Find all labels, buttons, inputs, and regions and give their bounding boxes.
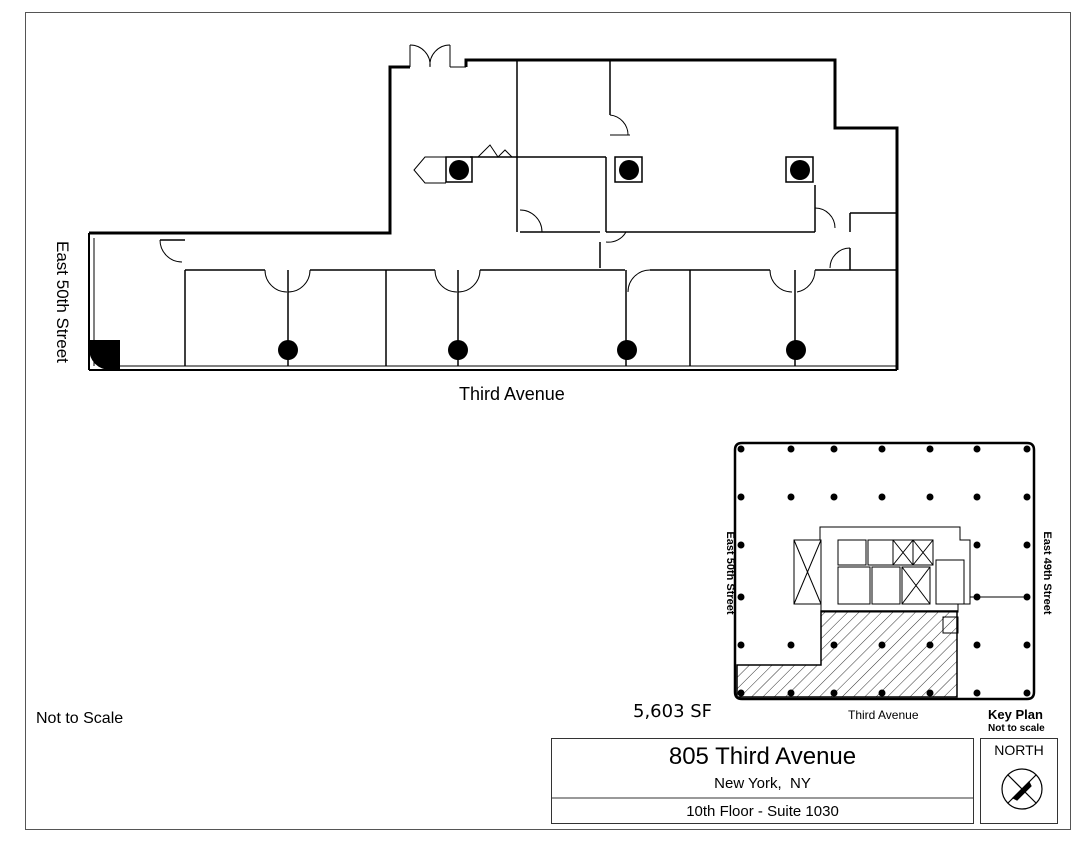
- key-plan-street-right: East 49th Street: [1041, 531, 1053, 615]
- exterior-wall: [464, 58, 899, 370]
- column: [617, 340, 637, 360]
- key-plan-scale-note: Not to scale: [988, 723, 1045, 734]
- exterior-wall: [89, 65, 410, 235]
- scale-note: Not to Scale: [36, 710, 124, 727]
- column: [449, 160, 469, 180]
- north-arrow-icon: [1001, 768, 1043, 810]
- column: [278, 340, 298, 360]
- column: [448, 340, 468, 360]
- street-label-bottom: Third Avenue: [459, 384, 565, 404]
- area-label: 5,603 SF: [633, 701, 713, 722]
- suite-label: 10th Floor - Suite 1030: [686, 803, 839, 820]
- building-name: 805 Third Avenue: [668, 743, 857, 770]
- key-plan-outline: [733, 441, 1036, 701]
- column: [619, 160, 639, 180]
- key-plan-title: Key Plan: [988, 707, 1043, 722]
- building-core: [793, 526, 1027, 634]
- north-label: NORTH: [994, 742, 1044, 758]
- key-plan-street-left: East 50th Street: [724, 531, 736, 615]
- city-state: New York, NY: [714, 775, 811, 792]
- street-label-left: East 50th Street: [53, 241, 72, 363]
- column: [790, 160, 810, 180]
- key-plan-street-bottom: Third Avenue: [848, 708, 919, 722]
- drawing-frame: [25, 12, 1071, 830]
- north-block: NORTH: [980, 738, 1058, 824]
- corner-column: [89, 340, 120, 370]
- title-block: 805 Third Avenue New York, NY 10th Floor…: [551, 738, 974, 824]
- suite-highlight: [736, 610, 958, 698]
- key-plan-columns: [737, 445, 1031, 697]
- column: [786, 340, 806, 360]
